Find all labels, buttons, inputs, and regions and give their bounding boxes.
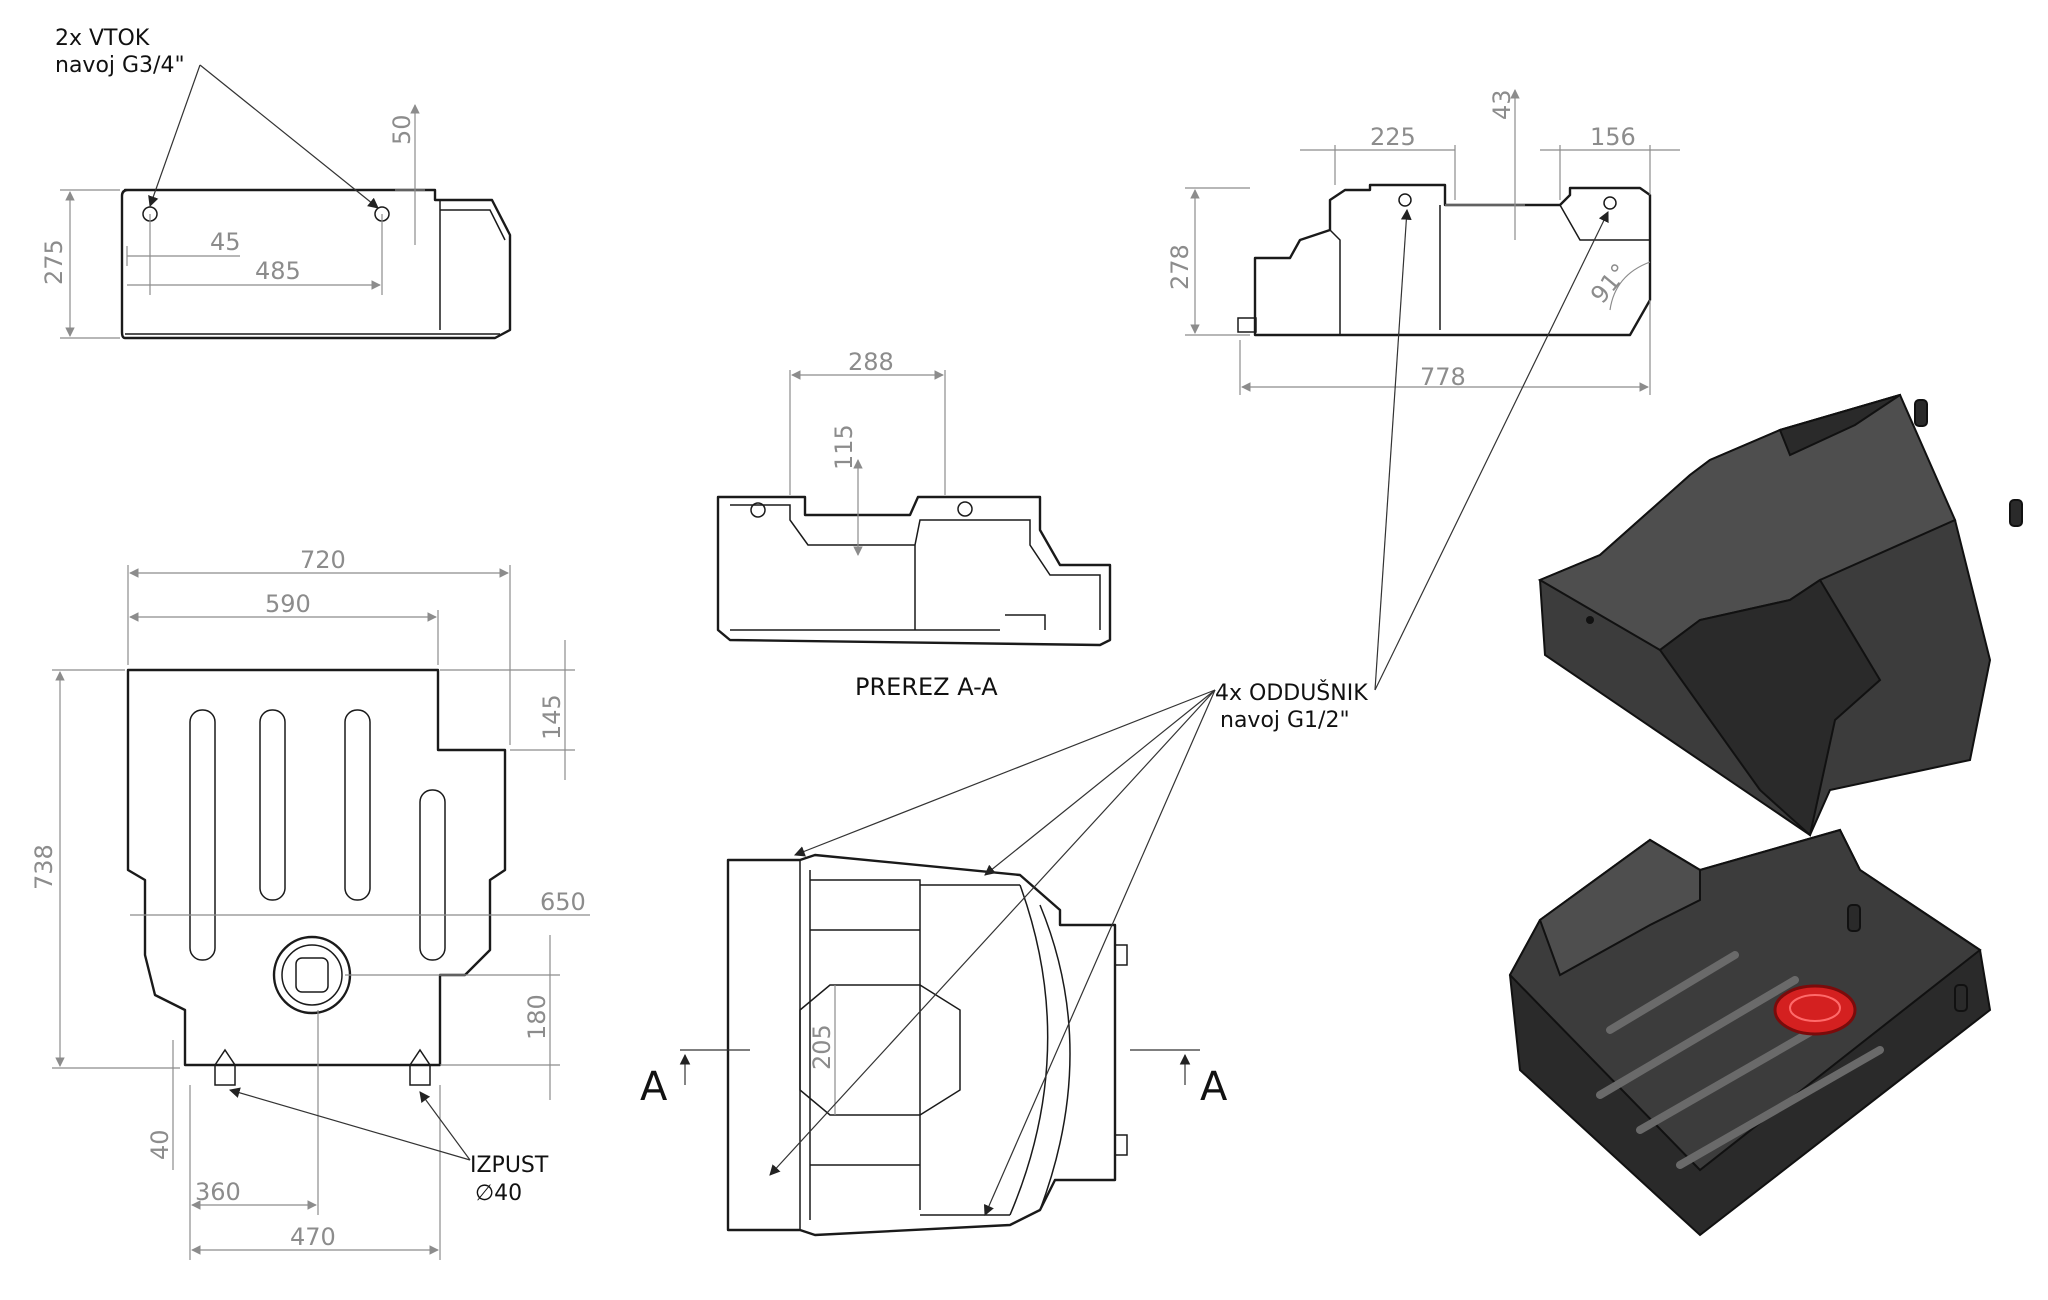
dim-side-right: 156 [1590, 123, 1636, 151]
plan-view: 205 A A [640, 853, 1228, 1237]
dim-front-inlet-spacing: 485 [255, 257, 301, 285]
top-view: 720 590 738 145 650 180 40 360 470 IZPUS… [30, 546, 590, 1260]
drain-note-line1: IZPUST [470, 1153, 549, 1178]
dim-top-width-main: 590 [265, 590, 311, 618]
dim-side-height: 278 [1166, 244, 1194, 290]
section-marker-right: A [1200, 1064, 1228, 1110]
dim-top-drain-x1: 360 [195, 1178, 241, 1206]
dim-top-height-total: 738 [30, 844, 58, 890]
drain-note-line2: ∅40 [475, 1181, 522, 1206]
dim-top-width-total: 720 [300, 546, 346, 574]
side-view: 278 778 225 43 156 91° [1166, 89, 1680, 395]
dim-section-width: 288 [848, 348, 894, 376]
dim-side-step: 225 [1370, 123, 1416, 151]
dim-side-angle: 91° [1585, 258, 1634, 309]
dim-top-notch: 145 [538, 694, 566, 740]
tank-render-bottom [1508, 828, 1992, 1237]
dim-front-height: 275 [40, 239, 68, 285]
inlet-note-line2: navoj G3/4" [55, 53, 185, 78]
dim-top-mid: 650 [540, 888, 586, 916]
dim-top-drain-h: 40 [146, 1129, 174, 1160]
front-view: 275 45 485 50 2x VTOK navoj G3/4" [40, 26, 512, 340]
dim-front-inlet-offset: 45 [210, 228, 241, 256]
section-title: PREREZ A-A [855, 673, 998, 701]
vent-leaders: 4x ODDUŠNIK navoj G1/2" [769, 208, 1609, 1216]
vent-note-line2: navoj G1/2" [1220, 708, 1350, 733]
section-marker-left: A [640, 1064, 668, 1110]
inlet-note-line1: 2x VTOK [55, 26, 150, 51]
filler-cap [1773, 984, 1857, 1036]
section-a-a: 288 115 PREREZ A-A [716, 348, 1112, 701]
dim-top-drain-x2: 470 [290, 1223, 336, 1251]
tank-render-top [1537, 393, 2023, 837]
dim-side-top: 43 [1488, 89, 1516, 120]
dim-side-width: 778 [1420, 363, 1466, 391]
dim-plan-channel: 205 [808, 1024, 836, 1070]
dim-top-lower: 180 [523, 994, 551, 1040]
dim-section-depth: 115 [830, 424, 858, 470]
vent-note-line1: 4x ODDUŠNIK [1215, 680, 1368, 706]
dim-front-top: 50 [388, 114, 416, 145]
